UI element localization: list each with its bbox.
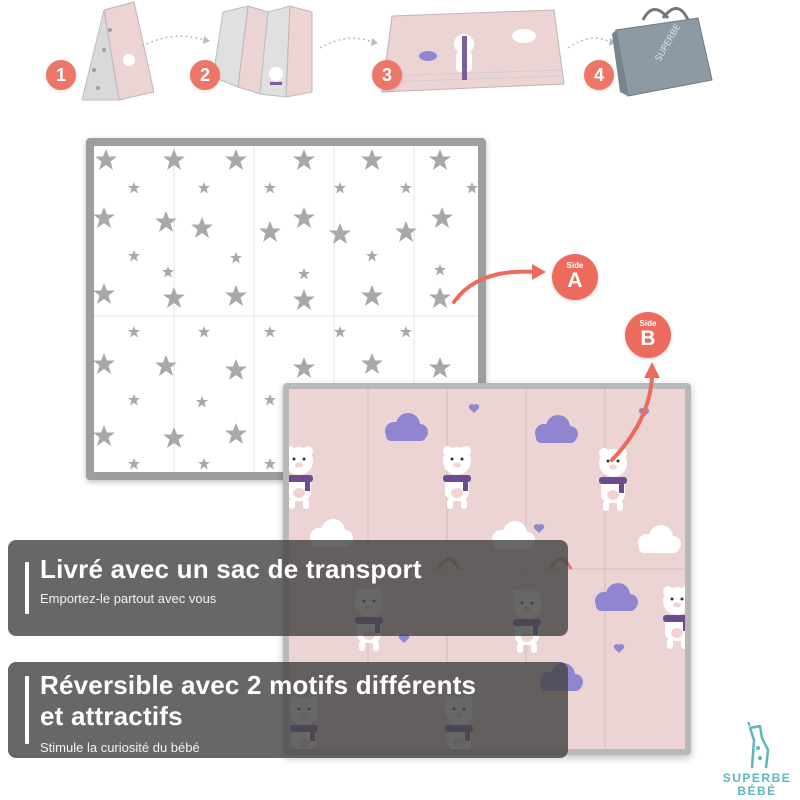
brand-line-2: BÉBÉ (737, 784, 777, 798)
feature-title-line-1: Réversible avec 2 motifs différents (40, 670, 477, 700)
side-a-small-label: Side (566, 261, 584, 270)
fold-step-3-badge: 3 (372, 60, 402, 90)
folding-steps: 1 2 3 SUPERBE 4 (0, 0, 800, 110)
feature-title: Livré avec un sac de transport (40, 554, 422, 584)
feature-title-line-2: et attractifs (40, 701, 183, 731)
feature-subtitle: Stimule la curiosité du bébé (40, 740, 200, 755)
side-a-letter: A (567, 269, 583, 292)
carry-bag-image: SUPERBE (612, 7, 713, 97)
feature-subtitle: Emportez-le partout avec vous (40, 591, 217, 606)
feature-panel-carry-bag: Livré avec un sac de transport Emportez-… (8, 540, 568, 636)
giraffe-logo-icon (747, 722, 770, 769)
dotted-arrow-icon (141, 35, 210, 47)
fold-step-1-image (81, 1, 154, 101)
brand-logo-text: SUPERBE BÉBÉ (712, 772, 800, 798)
fold-step-4-badge: 4 (584, 60, 614, 90)
fold-step-1-badge: 1 (46, 60, 76, 90)
side-b-small-label: Side (639, 319, 657, 328)
accent-bar (25, 562, 29, 614)
fold-step-3-image (381, 9, 565, 93)
dotted-arrow-icon (319, 37, 378, 49)
feature-panel-reversible: Réversible avec 2 motifs différents et a… (8, 662, 568, 758)
side-b-letter: B (640, 327, 656, 350)
side-a-badge: Side A (552, 254, 598, 300)
brand-line-1: SUPERBE (722, 771, 792, 785)
side-a-arrow-icon (452, 264, 546, 304)
fold-step-2-image (212, 5, 313, 98)
accent-bar (25, 676, 29, 744)
dotted-arrow-icon (567, 37, 616, 49)
side-b-badge: Side B (625, 312, 671, 358)
side-b-arrow-icon (610, 362, 660, 462)
fold-step-2-badge: 2 (190, 60, 220, 90)
